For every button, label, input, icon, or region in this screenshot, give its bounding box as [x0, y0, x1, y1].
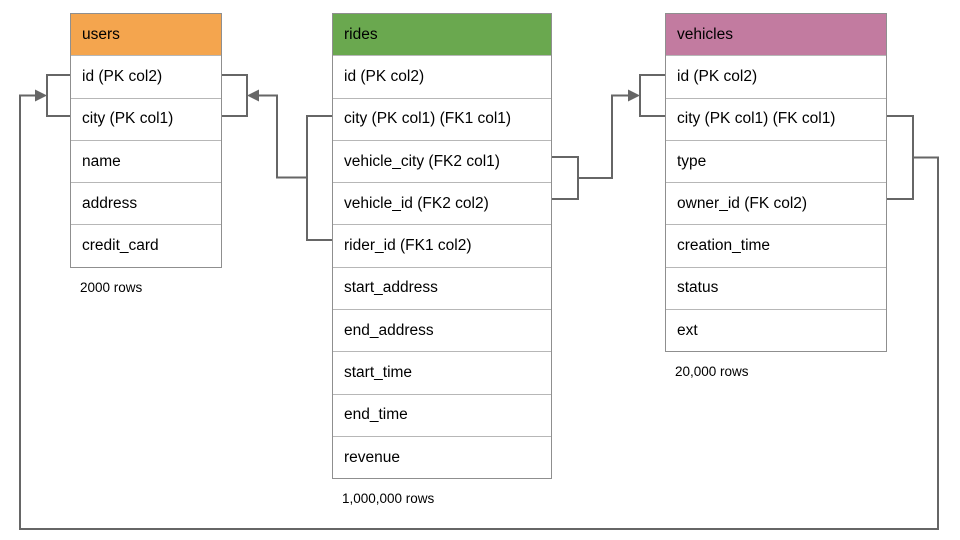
- table-rides: rides id (PK col2)city (PK col1) (FK1 co…: [332, 13, 552, 506]
- rides-left-bracket: [306, 115, 332, 241]
- table-vehicles-row-count: 20,000 rows: [675, 364, 749, 380]
- table-row-end_time: end_time: [333, 393, 551, 436]
- table-vehicles-title: vehicles: [666, 14, 886, 56]
- rides-users-connector: [258, 94, 307, 179]
- table-users-row-count: 2000 rows: [80, 279, 143, 295]
- arrowhead-left-icon: [247, 89, 259, 102]
- arrowhead-right-icon: [628, 89, 640, 102]
- table-row-city: city (PK col1) (FK1 col1): [333, 97, 551, 140]
- table-row-owner_id: owner_id (FK col2): [666, 182, 886, 225]
- users-left-bracket: [46, 74, 70, 117]
- table-row-name: name: [71, 139, 221, 183]
- table-row-revenue: revenue: [333, 435, 551, 479]
- table-row-type: type: [666, 139, 886, 183]
- table-vehicles-columns: id (PK col2)city (PK col1) (FK col1)type…: [666, 55, 886, 352]
- table-row-start_address: start_address: [333, 266, 551, 310]
- table-row-start_time: start_time: [333, 351, 551, 394]
- rides-vehicles-connector: [578, 94, 629, 179]
- users-right-bracket: [221, 74, 248, 117]
- table-vehicles-box: vehicles id (PK col2)city (PK col1) (FK …: [665, 13, 887, 353]
- table-row-creation_time: creation_time: [666, 224, 886, 267]
- relationship-vehicles-to-users: [19, 74, 939, 530]
- rides-right-bracket: [552, 156, 579, 200]
- table-row-city: city (PK col1): [71, 97, 221, 140]
- table-row-id: id (PK col2): [666, 55, 886, 98]
- table-users-title: users: [71, 14, 221, 56]
- table-row-vehicle_city: vehicle_city (FK2 col1): [333, 139, 551, 183]
- table-row-id: id (PK col2): [333, 55, 551, 98]
- vehicles-right-bracket: [887, 115, 914, 200]
- vehicles-users-connector: [19, 94, 939, 530]
- relationship-rides-to-users: [221, 74, 332, 241]
- table-row-status: status: [666, 266, 886, 310]
- table-row-vehicle_id: vehicle_id (FK2 col2): [333, 182, 551, 225]
- table-row-address: address: [71, 182, 221, 225]
- table-rides-columns: id (PK col2)city (PK col1) (FK1 col1)veh…: [333, 55, 551, 479]
- relationship-rides-to-vehicles: [552, 74, 665, 200]
- table-row-rider_id: rider_id (FK1 col2): [333, 224, 551, 267]
- table-row-credit_card: credit_card: [71, 224, 221, 267]
- table-row-city: city (PK col1) (FK col1): [666, 97, 886, 140]
- table-row-ext: ext: [666, 309, 886, 352]
- table-vehicles: vehicles id (PK col2)city (PK col1) (FK …: [665, 13, 887, 379]
- arrowhead-right-icon: [35, 89, 47, 102]
- table-row-end_address: end_address: [333, 309, 551, 352]
- table-rides-box: rides id (PK col2)city (PK col1) (FK1 co…: [332, 13, 552, 480]
- vehicles-left-bracket: [639, 74, 665, 117]
- table-row-id: id (PK col2): [71, 55, 221, 98]
- table-rides-title: rides: [333, 14, 551, 56]
- table-rides-row-count: 1,000,000 rows: [342, 491, 435, 507]
